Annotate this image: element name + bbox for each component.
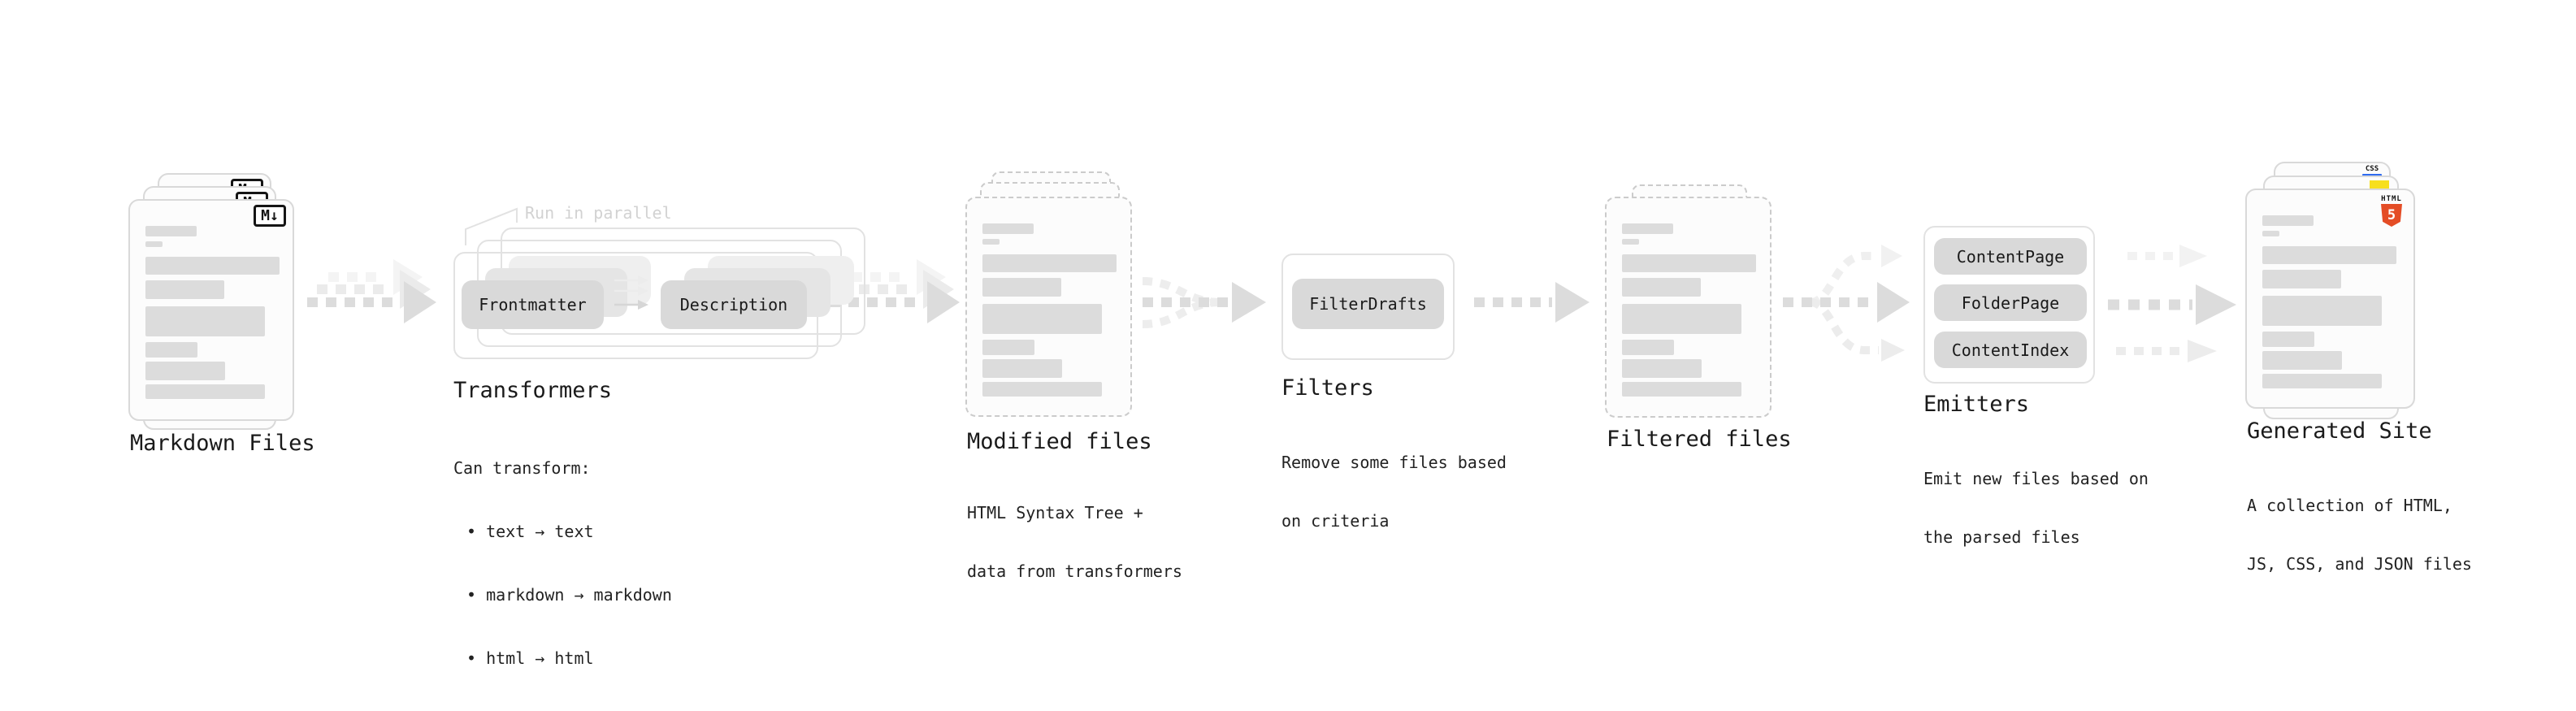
text-line-bar: [1622, 382, 1741, 397]
text-line-bar: [1622, 304, 1741, 334]
html5-logo-caption: HTML: [2381, 195, 2402, 203]
emitters-description: Emit new files based on the parsed files: [1923, 430, 2149, 586]
generated-doc-html: HTML 5: [2245, 189, 2415, 409]
arrow-emitters-to-generated: [2108, 245, 2236, 362]
text-line-bar: [2262, 296, 2382, 326]
text-line-bar: [145, 280, 224, 299]
desc-line: on criteria: [1281, 511, 1390, 531]
emitters-label: Emitters: [1923, 392, 2030, 417]
markdown-doc-front: M↓: [128, 199, 294, 421]
modified-doc-front: [965, 197, 1132, 417]
text-line-bar: [1622, 254, 1756, 272]
js-badge: [2370, 180, 2389, 189]
filtered-files-label: Filtered files: [1607, 427, 1792, 452]
desc-line: the parsed files: [1923, 527, 2080, 547]
text-line-bar: [145, 384, 265, 399]
generated-site-label: Generated Site: [2247, 418, 2432, 444]
run-in-parallel-note: Run in parallel: [525, 203, 672, 223]
text-line-bar: [145, 241, 163, 247]
arrow-modified-to-filters: [1142, 277, 1266, 328]
text-line-bar: [2262, 246, 2396, 264]
arrow-markdown-to-transformers: [307, 259, 436, 323]
text-line-bar: [2262, 270, 2341, 288]
text-line-bar: [2262, 351, 2342, 370]
doc-text-placeholder: [2262, 215, 2396, 388]
text-line-bar: [145, 306, 265, 336]
modified-files-label: Modified files: [967, 429, 1152, 454]
text-line-bar: [1622, 278, 1701, 297]
desc-line: HTML Syntax Tree +: [967, 503, 1143, 522]
transformer-chip-description: Description: [661, 280, 807, 329]
css-badge-text: CSS: [2365, 165, 2379, 173]
text-line-bar: [2262, 374, 2382, 388]
emitter-chip-folderpage: FolderPage: [1934, 284, 2087, 321]
text-line-bar: [145, 342, 197, 358]
filtered-doc-front: [1605, 197, 1772, 418]
text-line-bar: [982, 278, 1061, 297]
filter-chip-filterdrafts: FilterDrafts: [1292, 279, 1444, 329]
text-line-bar: [1622, 359, 1702, 378]
text-line-bar: [2262, 215, 2314, 226]
text-line-bar: [145, 226, 197, 236]
transformers-bullet: text → text: [453, 521, 672, 542]
text-line-bar: [145, 257, 280, 275]
text-line-bar: [2262, 332, 2314, 347]
parallel-mini-arrows: [614, 275, 648, 310]
text-line-bar: [982, 239, 1000, 245]
desc-line: Emit new files based on: [1923, 469, 2149, 488]
desc-line: data from transformers: [967, 561, 1182, 581]
markdown-files-label: Markdown Files: [130, 431, 315, 456]
desc-line: JS, CSS, and JSON files: [2247, 554, 2472, 574]
text-line-bar: [982, 254, 1117, 272]
desc-line: A collection of HTML,: [2247, 496, 2452, 515]
text-line-bar: [2262, 231, 2279, 236]
modified-files-description: HTML Syntax Tree + data from transformer…: [967, 464, 1182, 620]
doc-text-placeholder: [1622, 223, 1756, 397]
arrow-filters-to-filtered: [1474, 282, 1589, 323]
filters-label: Filters: [1281, 375, 1374, 401]
transformers-description: Can transform: text → text markdown → ma…: [453, 415, 672, 711]
text-line-bar: [1622, 239, 1639, 245]
html5-logo: HTML 5: [2379, 195, 2404, 227]
emitter-chip-contentindex: ContentIndex: [1934, 332, 2087, 368]
text-line-bar: [982, 223, 1034, 234]
text-line-bar: [982, 304, 1102, 334]
transformers-label: Transformers: [453, 378, 613, 403]
generated-site-description: A collection of HTML, JS, CSS, and JSON …: [2247, 457, 2472, 613]
transformers-bullet: html → html: [453, 648, 672, 669]
emitter-chip-contentpage: ContentPage: [1934, 238, 2087, 275]
filters-description: Remove some files based on criteria: [1281, 414, 1507, 570]
text-line-bar: [1622, 340, 1674, 355]
transformers-bullet: markdown → markdown: [453, 584, 672, 605]
arrow-filtered-to-emitters: [1783, 245, 1910, 362]
doc-text-placeholder: [982, 223, 1117, 397]
transformer-chip-frontmatter: Frontmatter: [462, 280, 604, 329]
text-line-bar: [982, 340, 1034, 355]
text-line-bar: [982, 359, 1062, 378]
text-line-bar: [1622, 223, 1673, 234]
pipeline-diagram: M↓ M↓ M↓ Markdown Files Frontmatter Desc…: [0, 0, 2576, 681]
text-line-bar: [982, 382, 1102, 397]
markdown-icon: M↓: [254, 205, 286, 227]
desc-line: Remove some files based: [1281, 453, 1507, 472]
text-line-bar: [145, 362, 225, 380]
doc-text-placeholder: [145, 226, 280, 399]
transformers-desc-title: Can transform:: [453, 458, 591, 478]
